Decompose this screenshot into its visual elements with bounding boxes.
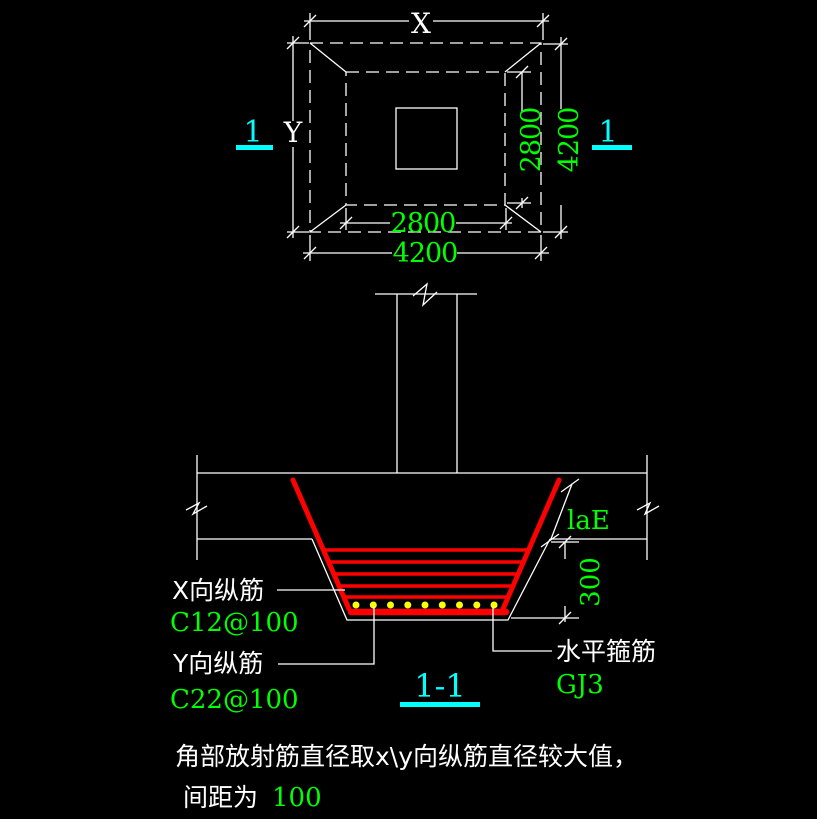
pit-outline	[311, 538, 551, 621]
anchorage-label: laE	[567, 506, 610, 536]
x-rebar-label: X向纵筋	[172, 576, 264, 605]
inner-footing-outline	[345, 71, 506, 206]
note-line1: 角部放射筋直径取x\y向纵筋直径较大值，	[175, 742, 638, 771]
depth-dim-label: 300	[576, 557, 606, 607]
dim-x-axis: X	[303, 7, 550, 40]
dim-depth-300: 300	[511, 535, 606, 625]
stirrup-dots	[352, 601, 498, 609]
section-view: laE 300 X向纵筋 C12@100 Y向纵筋 C22@100 水平箍筋 G…	[170, 282, 660, 715]
plan-inner-height-dim: 2800	[516, 108, 547, 173]
column-outline	[395, 107, 458, 170]
outer-footing-outline	[309, 42, 542, 233]
column-break-symbol	[412, 282, 438, 307]
dim-anchorage: laE	[540, 478, 610, 548]
section-marker-right-label: 1	[598, 115, 617, 150]
note-line2-value: 100	[272, 783, 322, 813]
plan-y-axis-label: Y	[283, 116, 303, 149]
stirrup-spec: GJ3	[556, 670, 604, 700]
plan-x-axis-label: X	[411, 7, 431, 40]
plan-inner-width-dim: 2800	[391, 208, 456, 239]
slab-break-right	[636, 501, 660, 516]
column-section	[375, 282, 477, 473]
plan-outer-height-dim: 4200	[554, 108, 585, 173]
dim-outer-width: 4200	[303, 235, 549, 269]
rebar-horizontal-stirrups	[321, 548, 531, 599]
leader-lines	[277, 589, 552, 665]
y-rebar-label: Y向纵筋	[172, 649, 263, 678]
stirrup-label: 水平箍筋	[556, 637, 656, 666]
slab-band	[185, 455, 660, 560]
section-marker-right-underline	[592, 145, 632, 150]
plan-view: X Y 2800 4200	[236, 7, 632, 269]
leader-stirrup	[492, 607, 552, 652]
dim-inner-width: 2800	[339, 208, 513, 239]
section-title-underline	[400, 702, 480, 707]
y-rebar-spec: C22@100	[170, 685, 299, 715]
dim-y-axis: Y	[283, 36, 309, 239]
section-marker-left: 1	[236, 115, 273, 150]
dim-inner-height: 2800	[507, 65, 547, 210]
section-title-label: 1-1	[414, 667, 466, 705]
section-title: 1-1	[400, 667, 480, 707]
footing-corner-slopes	[309, 42, 542, 233]
note-line2-label: 间距为	[183, 783, 258, 812]
section-marker-right: 1	[592, 115, 632, 150]
slab-break-left	[185, 501, 208, 516]
section-marker-left-label: 1	[243, 115, 262, 150]
rebar-slope-right	[500, 477, 562, 612]
note-block: 角部放射筋直径取x\y向纵筋直径较大值， 间距为 100	[175, 742, 638, 813]
rebar-group	[290, 477, 562, 616]
dim-outer-height: 4200	[543, 37, 585, 239]
plan-outer-width-dim: 4200	[393, 238, 458, 269]
leader-y-rebar	[278, 607, 375, 665]
section-marker-left-underline	[236, 145, 273, 150]
x-rebar-spec: C12@100	[170, 608, 299, 638]
